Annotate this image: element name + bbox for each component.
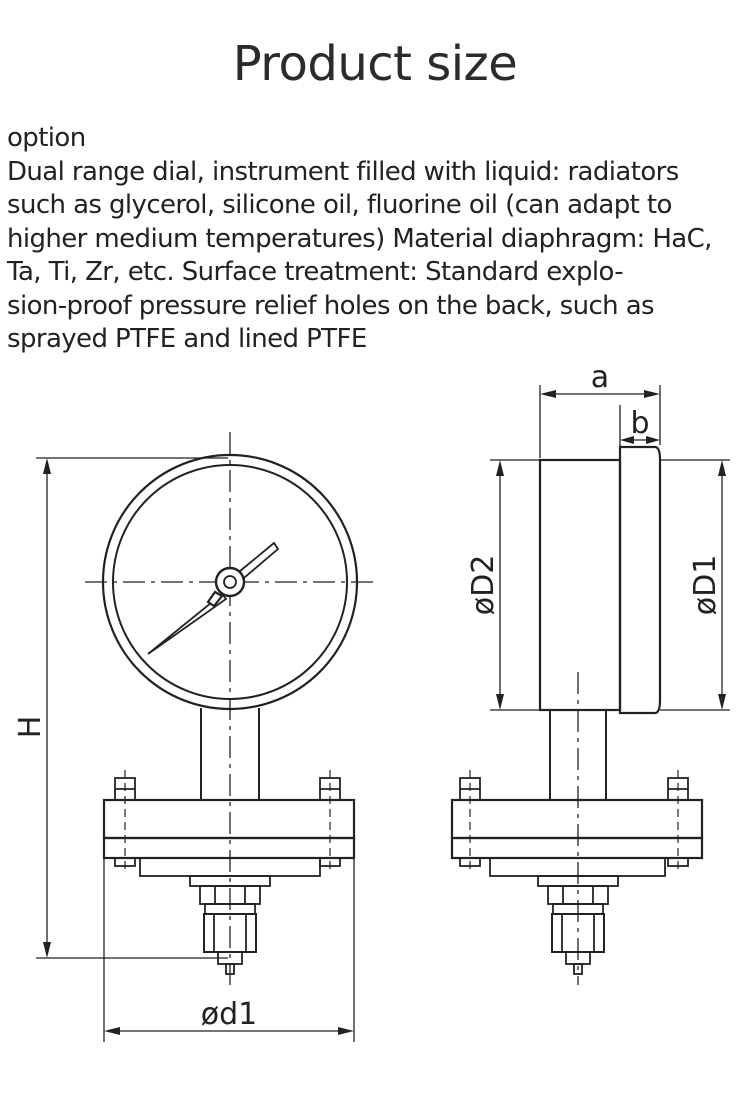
dimension-arrow <box>338 1027 354 1035</box>
description: option Dual range dial, instrument fille… <box>7 122 745 357</box>
description-line: sprayed PTFE and lined PTFE <box>7 324 367 354</box>
description-line: higher medium temperatures) Material dia… <box>7 223 712 254</box>
flange-bottom-plate <box>450 836 704 860</box>
dimension-arrow <box>646 436 660 444</box>
dimension-arrow <box>620 436 634 444</box>
pointer-counterweight <box>206 590 224 608</box>
flange-top-plate <box>450 798 704 840</box>
pointer-hub-inner <box>223 575 237 589</box>
description-line: Ta, Ti, Zr, etc. Surface treatment: Stan… <box>7 257 624 287</box>
dimension-arrow <box>496 694 504 710</box>
page-title: Product size <box>232 36 518 92</box>
dimension-arrow <box>496 460 504 476</box>
dimension-arrow <box>718 694 726 710</box>
dimension-arrow <box>43 458 51 474</box>
dimension-arrow <box>718 460 726 476</box>
dimension-label-d1-side: øD1 <box>688 555 723 616</box>
dimension-label-d1: ød1 <box>201 997 257 1032</box>
flange-bottom-plate <box>102 836 356 860</box>
dimension-label-a: a <box>591 360 609 395</box>
dimension-arrow <box>43 942 51 958</box>
pointer-needle <box>147 592 228 655</box>
pointer-hub <box>214 566 246 598</box>
connector-tip <box>225 963 235 975</box>
gauge-bezel <box>618 445 662 715</box>
dimension-drawing: H ød1 <box>13 360 730 1042</box>
dimension-label-h: H <box>13 716 48 739</box>
description-line: option <box>7 123 86 153</box>
description-line: such as glycerol, silicone oil, fluorine… <box>7 190 672 220</box>
flange-top-plate <box>102 798 356 840</box>
connector-tip <box>573 963 583 975</box>
side-view: a b øD2 øD1 <box>450 360 730 985</box>
bolt-nut <box>114 857 136 867</box>
gauge-case <box>538 458 622 712</box>
dimension-label-b: b <box>630 406 649 441</box>
bolt-nut <box>459 857 481 867</box>
dimension-arrow <box>104 1027 120 1035</box>
dimension-arrow <box>540 390 556 398</box>
description-line: Dual range dial, instrument filled with … <box>7 156 679 187</box>
bolt-nut <box>667 857 689 867</box>
dimension-label-d2: øD2 <box>466 555 501 616</box>
front-view: H ød1 <box>13 432 375 1042</box>
dimension-arrow <box>644 390 660 398</box>
description-line: sion-proof pressure relief holes on the … <box>7 290 655 321</box>
